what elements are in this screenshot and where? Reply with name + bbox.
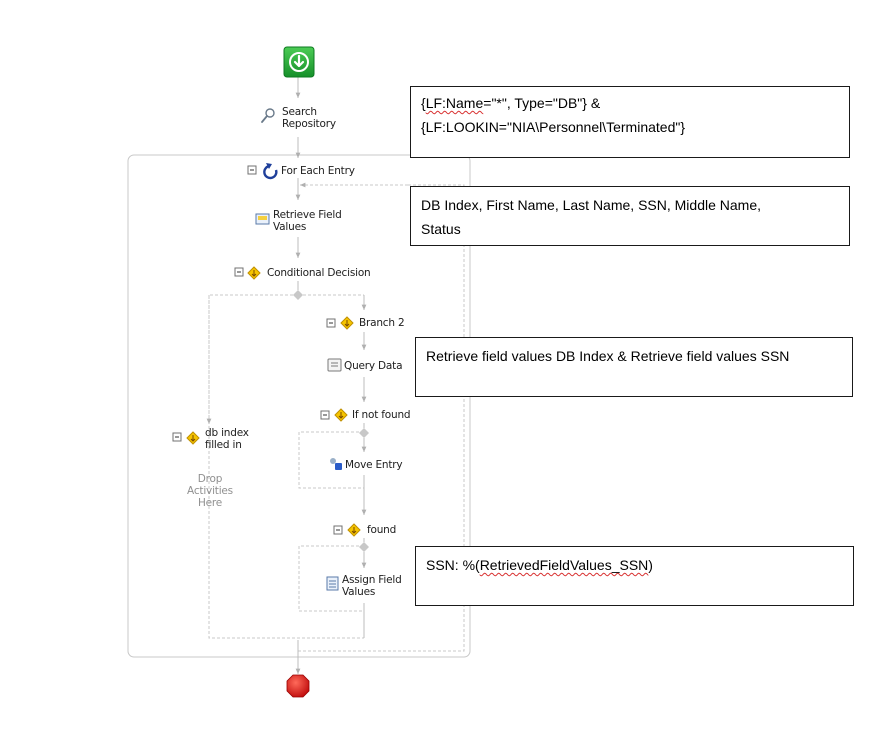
start-icon[interactable]: [283, 46, 315, 78]
search-note-prefix: {: [421, 95, 426, 111]
search-note-squiggle: LF:Name: [425, 95, 484, 111]
search-note-rest: ="*", Type="DB"} &: [483, 95, 601, 111]
join-diamond: [359, 428, 369, 438]
found-label[interactable]: found: [367, 524, 397, 536]
stop-icon[interactable]: [286, 674, 310, 698]
assign-note-suffix: ): [648, 557, 653, 573]
assign-fields-note: SSN: %(RetrievedFieldValues_SSN): [415, 546, 854, 606]
collapse-toggle-icon[interactable]: [333, 525, 343, 535]
search-note-line2: {LF:LOOKIN="NIA\Personnel\Terminated"}: [421, 119, 686, 135]
found-frame: [298, 545, 364, 612]
drop-activities-placeholder[interactable]: Drop Activities Here: [185, 473, 235, 509]
assign-field-values-label[interactable]: Assign Field Values: [342, 574, 402, 598]
query-data-icon: [327, 358, 342, 372]
decision-diamond-icon: [247, 266, 261, 280]
for-each-entry-label[interactable]: For Each Entry: [281, 165, 355, 177]
if-not-found-frame: [298, 431, 364, 489]
db-index-filled-in-label[interactable]: db index filled in: [205, 427, 249, 451]
collapse-toggle-icon[interactable]: [172, 432, 182, 442]
search-repository-line2: Repository: [282, 118, 336, 130]
retrieve-field-values-label[interactable]: Retrieve Field Values: [273, 209, 342, 233]
retrieve-fields-icon: [255, 213, 270, 225]
search-note-line1: {LF:Name="*", Type="DB"} &: [421, 91, 839, 115]
collapse-toggle-icon[interactable]: [234, 267, 244, 277]
query-data-label[interactable]: Query Data: [344, 360, 403, 372]
assign-fields-icon: [326, 576, 339, 591]
retrieve-note-line1: DB Index, First Name, Last Name, SSN, Mi…: [421, 197, 761, 213]
if-not-found-label[interactable]: If not found: [352, 409, 411, 421]
decision-diamond-icon: [340, 316, 354, 330]
assign-field-values-line2: Values: [342, 586, 376, 598]
assign-note-line1: SSN: %(RetrievedFieldValues_SSN): [426, 553, 843, 577]
assign-note-prefix: SSN: %(: [426, 557, 480, 573]
assign-field-values-line1: Assign Field: [342, 574, 402, 586]
decision-diamond-icon: [186, 431, 200, 445]
retrieve-fields-note: DB Index, First Name, Last Name, SSN, Mi…: [410, 186, 850, 246]
query-data-note: Retrieve field values DB Index & Retriev…: [415, 337, 853, 397]
search-icon: [261, 108, 275, 123]
branch-2-label[interactable]: Branch 2: [359, 317, 405, 329]
drop-line1: Drop: [197, 473, 223, 485]
move-entry-label[interactable]: Move Entry: [345, 459, 403, 471]
decision-frame-left: [208, 294, 364, 639]
retrieve-field-values-line1: Retrieve Field: [273, 209, 342, 221]
db-index-line1: db index: [205, 427, 249, 439]
move-entry-icon: [330, 458, 342, 470]
loop-back-connector: [298, 184, 465, 652]
search-repository-line1: Search: [282, 106, 317, 118]
loop-icon: [263, 163, 278, 180]
drop-line3: Here: [197, 497, 223, 509]
collapse-toggle-icon[interactable]: [247, 165, 257, 175]
retrieve-field-values-line2: Values: [273, 221, 307, 233]
drop-line2: Activities: [187, 485, 233, 497]
retrieve-note-line2: Status: [421, 221, 461, 237]
join-diamond: [293, 290, 303, 300]
assign-note-squiggle: RetrievedFieldValues_SSN: [479, 557, 649, 573]
db-index-line2: filled in: [205, 439, 242, 451]
collapse-toggle-icon[interactable]: [326, 318, 336, 328]
query-note-line1: Retrieve field values DB Index & Retriev…: [426, 348, 790, 364]
search-criteria-note: {LF:Name="*", Type="DB"} & {LF:LOOKIN="N…: [410, 86, 850, 158]
decision-diamond-icon: [334, 408, 348, 422]
collapse-toggle-icon[interactable]: [320, 410, 330, 420]
decision-diamond-icon: [347, 523, 361, 537]
conditional-decision-label[interactable]: Conditional Decision: [267, 267, 371, 279]
join-diamond: [359, 542, 369, 552]
search-repository-label[interactable]: Search Repository: [282, 106, 336, 130]
